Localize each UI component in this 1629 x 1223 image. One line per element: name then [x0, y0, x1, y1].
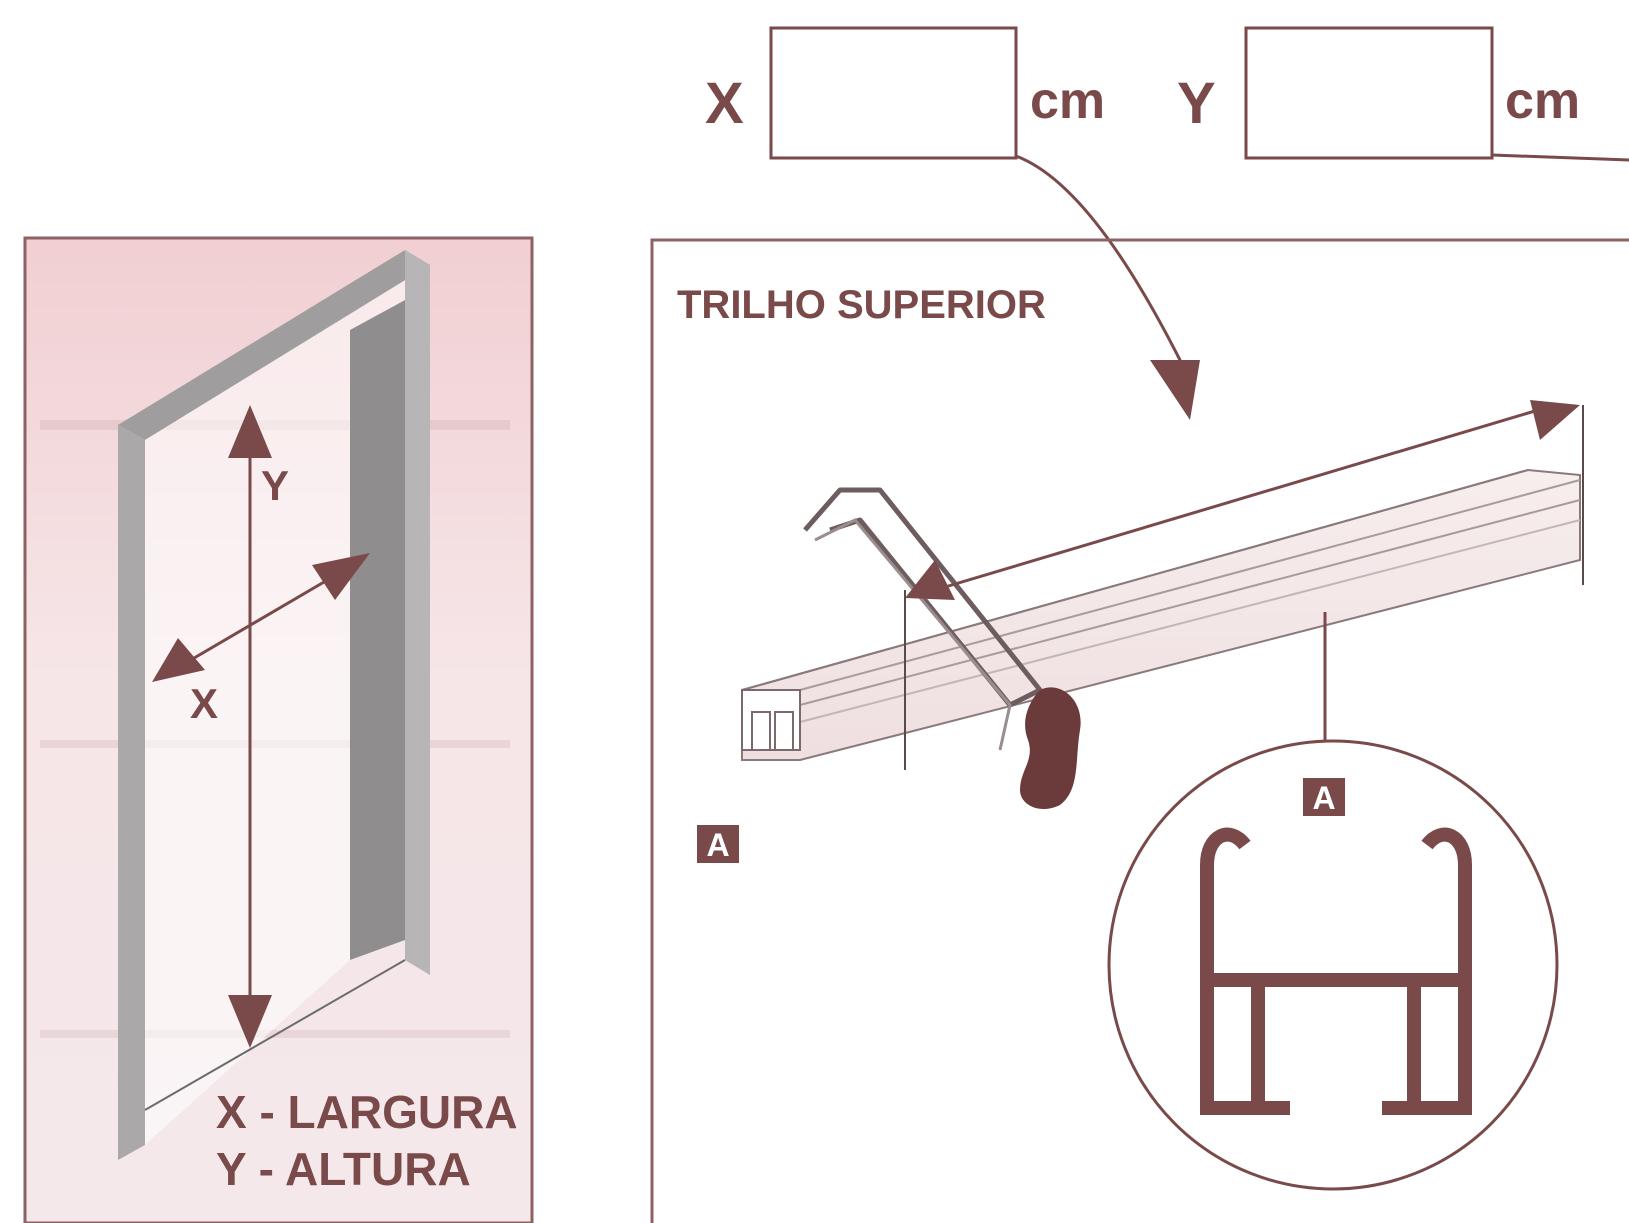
rail-panel: TRILHO SUPERIOR A A [650, 238, 1629, 1223]
height-arrowhead-bottom [228, 995, 272, 1048]
section-tag-box [697, 825, 739, 863]
x-letter: X [705, 71, 744, 136]
rail-groove-1 [741, 469, 1529, 691]
door-frame-right-side [405, 250, 430, 975]
rail-groove-2 [799, 479, 1581, 691]
x-unit: cm [1030, 72, 1105, 130]
rail-profile-section [1200, 827, 1472, 1115]
floor-line [144, 959, 406, 1111]
legend-height: Y - ALTURA [216, 1143, 471, 1195]
door-frame-right-face [350, 300, 405, 960]
profile-detail-circle [1107, 739, 1559, 1191]
y-value-field[interactable] [1244, 26, 1494, 160]
y-leader-line [1491, 153, 1629, 162]
rail-measure-arrowhead-right [1530, 400, 1580, 440]
width-label: X [190, 680, 218, 727]
rail-measure-arrowhead-left [905, 560, 955, 600]
legend-width: X - LARGURA [216, 1086, 518, 1138]
rail-panel-frame [650, 238, 1629, 1223]
rail-title: TRILHO SUPERIOR [677, 283, 1046, 327]
width-arrowhead-right [312, 553, 370, 600]
y-letter: Y [1177, 71, 1216, 136]
door-frame-inner [145, 280, 405, 1145]
detail-tag-box [1303, 778, 1345, 816]
door-frame-left [118, 425, 145, 1160]
y-unit: cm [1505, 72, 1580, 130]
width-arrowhead-left [152, 638, 205, 682]
measurement-y: Y cm [1177, 26, 1580, 160]
rail-measure-line [934, 403, 1556, 592]
measurement-x: X cm [705, 26, 1105, 160]
x-leader-arrowhead [1150, 360, 1200, 420]
detail-tag: A [1312, 780, 1335, 816]
door-panel: Y X X - LARGURA Y - ALTURA [23, 236, 534, 1223]
section-tag: A [706, 827, 729, 863]
saw-handle [1020, 687, 1081, 810]
rail-groove-3 [799, 499, 1581, 706]
height-arrowhead-top [228, 405, 272, 458]
rail-end-profile [741, 689, 801, 751]
door-frame-top [118, 250, 430, 440]
rail-groove-4 [799, 519, 1581, 723]
hacksaw-icon [803, 487, 1081, 810]
height-label: Y [261, 462, 289, 509]
x-value-field[interactable] [769, 26, 1018, 160]
x-leader-arrow [1015, 154, 1187, 371]
